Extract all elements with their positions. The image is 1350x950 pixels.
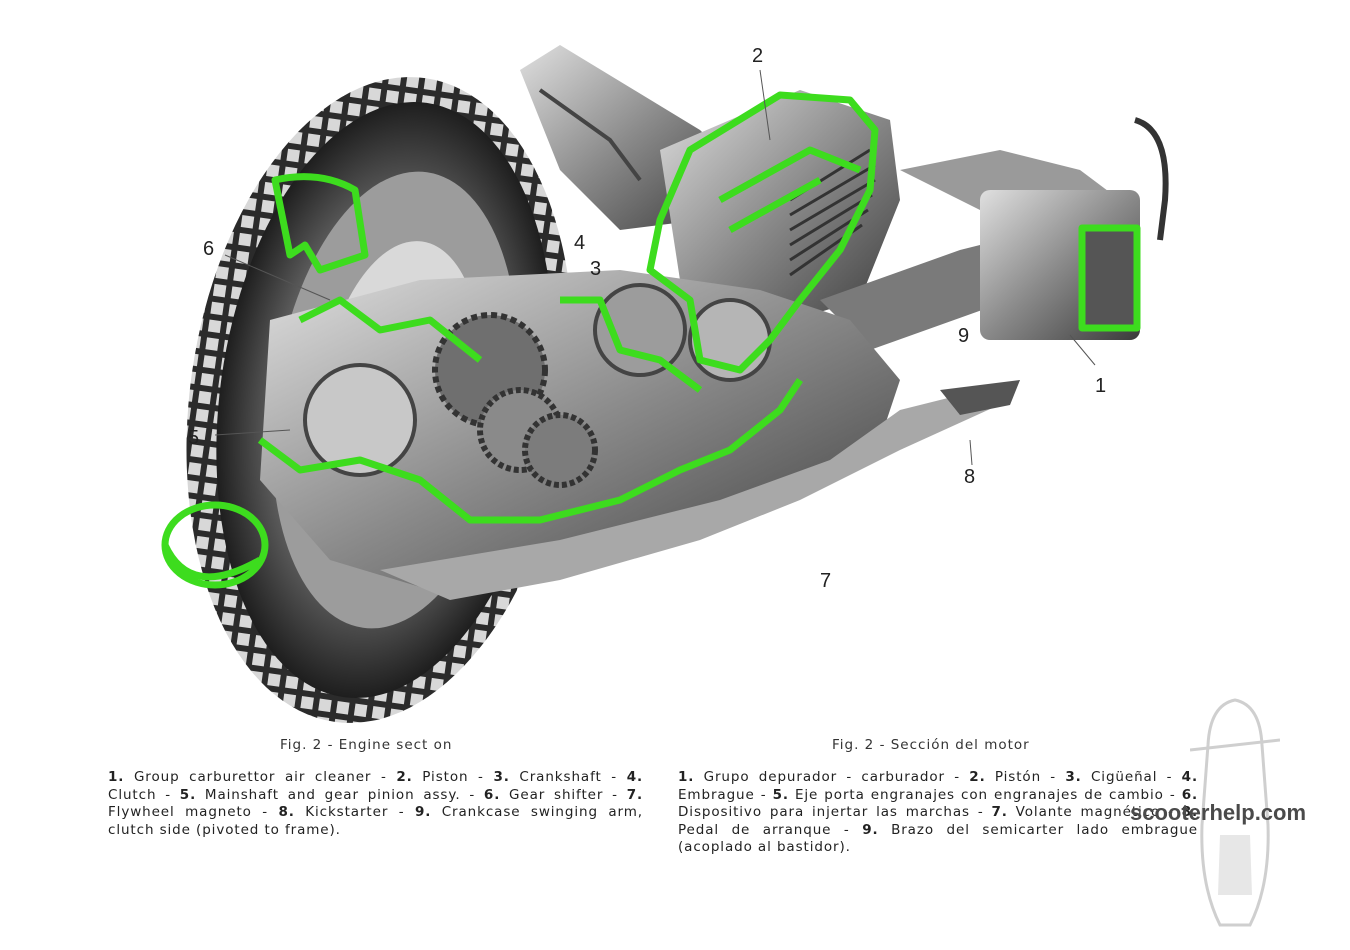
legend-text: Dispositivo para injertar las marchas - bbox=[678, 804, 992, 820]
legend-number: 2. bbox=[396, 769, 413, 785]
legend-text: Crankcase swinging arm, clutch side (piv… bbox=[108, 804, 643, 838]
caption-english: Fig. 2 - Engine sect on bbox=[280, 737, 453, 753]
cylinder bbox=[660, 90, 900, 330]
cutaway-outline bbox=[161, 91, 1141, 589]
legend-number: 7. bbox=[991, 804, 1008, 820]
legend-number: 2. bbox=[969, 769, 986, 785]
callout-9: 9 bbox=[958, 325, 970, 347]
legend-number: 6. bbox=[1181, 786, 1199, 803]
legend-text: Pistón - bbox=[985, 769, 1066, 785]
legend-number: 5. bbox=[179, 786, 197, 803]
legend-text: Piston - bbox=[412, 769, 494, 785]
legend-number: 6. bbox=[483, 786, 501, 803]
callout-1: 1 bbox=[1095, 375, 1107, 397]
legend-number: 8. bbox=[278, 804, 295, 820]
engine-cutaway-illustration bbox=[161, 45, 1169, 723]
legend-number: 4. bbox=[1181, 769, 1198, 785]
legend-number: 9. bbox=[414, 804, 432, 820]
callout-2: 2 bbox=[752, 45, 764, 67]
legend-number: 7. bbox=[626, 786, 644, 803]
legend-text: Grupo depurador - carburador - bbox=[694, 769, 970, 785]
legend-number: 8. bbox=[1181, 804, 1198, 820]
legend-text: Volante magnético - bbox=[1007, 804, 1182, 820]
legend-number: 3. bbox=[493, 769, 510, 785]
legend-number: 4. bbox=[626, 769, 644, 785]
legend-text: Group carburettor air cleaner - bbox=[124, 769, 397, 785]
legend-spanish: 1. Grupo depurador - carburador - 2. Pis… bbox=[678, 769, 1198, 857]
callout-8: 8 bbox=[964, 466, 976, 488]
callout-3: 3 bbox=[590, 258, 602, 280]
caption-spanish: Fig. 2 - Sección del motor bbox=[832, 737, 1030, 753]
callout-6: 6 bbox=[203, 238, 215, 260]
scooter-watermark-icon bbox=[1190, 698, 1280, 927]
legend-text: Mainshaft and gear pinion assy. - bbox=[196, 786, 484, 803]
legend-number: 5. bbox=[772, 786, 789, 803]
legend-text: Kickstarter - bbox=[294, 804, 415, 820]
legend-number: 1. bbox=[108, 769, 125, 785]
legend-number: 3. bbox=[1065, 769, 1082, 785]
legend-text: Clutch - bbox=[108, 786, 180, 803]
legend-number: 9. bbox=[862, 821, 879, 838]
watermark-text: scooterhelp.com bbox=[1130, 800, 1307, 825]
legend-english: 1. Group carburettor air cleaner - 2. Pi… bbox=[108, 769, 643, 839]
legend-text: Eje porta engranajes con engranajes de c… bbox=[788, 786, 1182, 803]
legend-text: Cigüeñal - bbox=[1081, 769, 1182, 785]
callout-7: 7 bbox=[820, 570, 832, 592]
leader-lines bbox=[214, 69, 1096, 466]
legend-text: Flywheel magneto - bbox=[108, 804, 279, 820]
callout-4: 4 bbox=[574, 232, 586, 254]
legend-text: Pedal de arranque - bbox=[678, 821, 863, 838]
legend-text: Gear shifter - bbox=[500, 786, 627, 803]
callout-5: 5 bbox=[188, 427, 200, 449]
legend-text: Brazo del semicarter lado embrague (acop… bbox=[678, 821, 1199, 856]
legend-number: 1. bbox=[678, 769, 695, 785]
legend-text: Crankshaft - bbox=[509, 769, 627, 785]
gear-cluster bbox=[303, 283, 772, 488]
legend-text: Embrague - bbox=[678, 786, 773, 803]
